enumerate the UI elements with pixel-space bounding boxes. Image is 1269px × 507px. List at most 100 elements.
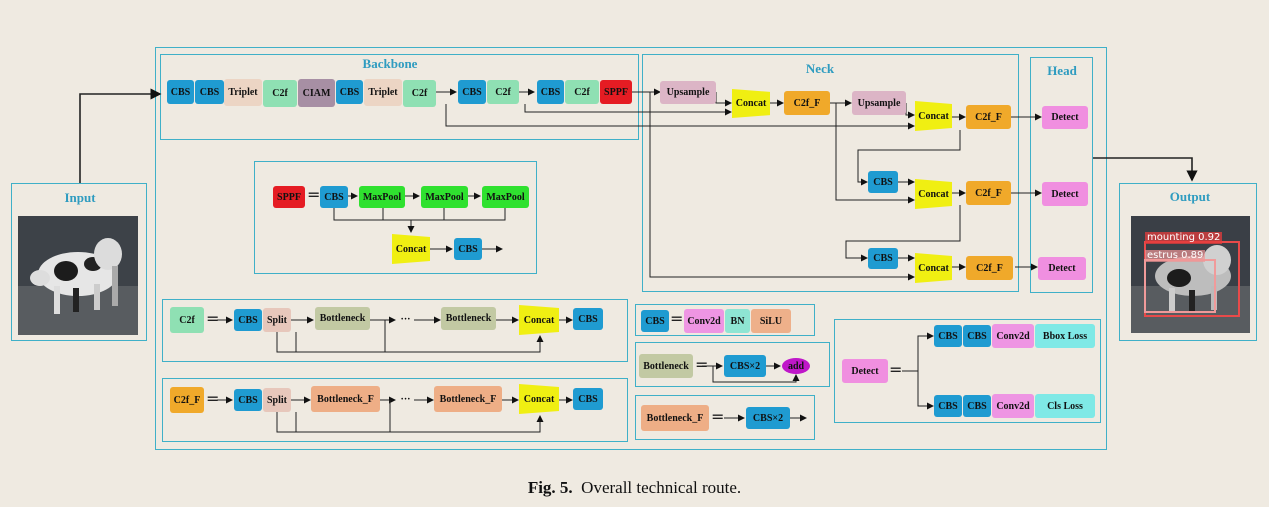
backbone-c2f-1: C2f — [263, 80, 297, 107]
backbone-sppf: SPPF — [600, 80, 632, 104]
bottleneck-def-cbs2: CBS×2 — [724, 355, 766, 377]
c2ff-def-frame — [162, 378, 628, 442]
neck-concat-1: Concat — [732, 89, 770, 118]
detect-def-cls-loss: Cls Loss — [1035, 394, 1095, 418]
neck-c2ff-1: C2f_F — [784, 91, 830, 115]
cbs-def-cbs: CBS — [641, 310, 669, 332]
c2f-def-cbs-2: CBS — [573, 308, 603, 330]
bottleneckf-def-bottleneckf: Bottleneck_F — [641, 405, 709, 431]
neck-concat-3: Concat — [915, 179, 952, 209]
backbone-title: Backbone — [362, 56, 418, 71]
head-title: Head — [1047, 63, 1077, 78]
sppf-def-cbs-1: CBS — [320, 186, 348, 208]
detect-def-conv2d-1: Conv2d — [992, 324, 1034, 348]
figure-caption-text: Overall technical route. — [581, 478, 742, 497]
backbone-cbs-3: CBS — [336, 80, 363, 104]
sppf-def-concat: Concat — [392, 234, 430, 264]
sppf-def-maxpool-2: MaxPool — [421, 186, 468, 208]
head-frame — [1030, 57, 1093, 293]
neck-concat-2: Concat — [915, 101, 952, 131]
detect-def-conv2d-2: Conv2d — [992, 394, 1034, 418]
sppf-def-cbs-2: CBS — [454, 238, 482, 260]
neck-cbs-2: CBS — [868, 248, 898, 269]
bottleneck-def-add: add — [782, 358, 810, 374]
c2ff-def-eq: = — [206, 389, 220, 408]
backbone-cbs-5: CBS — [537, 80, 564, 104]
main-frame — [155, 47, 1107, 450]
backbone-c2f-4: C2f — [565, 80, 599, 104]
neck-upsample-1: Upsample — [660, 81, 716, 104]
sppf-def-sppf: SPPF — [273, 186, 305, 208]
sppf-def-frame — [254, 161, 537, 274]
cbs-def-silu: SiLU — [751, 309, 791, 333]
neck-frame — [642, 54, 1019, 292]
neck-c2ff-2: C2f_F — [966, 105, 1011, 129]
detect-def-cbs-2: CBS — [963, 325, 991, 347]
cbs-def-eq: = — [670, 309, 684, 328]
c2ff-def-c2ff: C2f_F — [170, 387, 204, 413]
detect-def-detect: Detect — [842, 359, 888, 383]
neck-c2ff-3: C2f_F — [966, 181, 1011, 205]
c2ff-def-bottleneckf-2: Bottleneck_F — [434, 386, 502, 412]
c2f-def-frame — [162, 299, 628, 362]
sppf-def-maxpool-1: MaxPool — [359, 186, 405, 208]
bottleneck-def-frame — [635, 342, 830, 387]
bottleneck-def-bottleneck: Bottleneck — [639, 354, 693, 378]
sppf-def-eq: = — [307, 185, 321, 204]
detect-def-eq: = — [889, 360, 903, 379]
c2ff-def-split: Split — [263, 388, 291, 412]
input-title: Input — [64, 190, 96, 205]
c2f-def-c2f: C2f — [170, 307, 204, 333]
head-detect-1: Detect — [1042, 106, 1088, 129]
cbs-def-frame — [635, 304, 815, 336]
bottleneckf-def-eq: = — [711, 407, 725, 426]
backbone-c2f-3: C2f — [487, 80, 519, 104]
figure-caption: Fig. 5. Overall technical route. — [0, 478, 1269, 498]
bottleneck-def-eq: = — [695, 355, 709, 374]
output-frame — [1119, 183, 1257, 341]
c2f-def-split: Split — [263, 308, 291, 332]
c2f-def-cbs-1: CBS — [234, 309, 262, 331]
c2ff-def-concat: Concat — [519, 384, 559, 414]
input-cow-image — [18, 216, 138, 335]
head-detect-2: Detect — [1042, 182, 1088, 206]
backbone-cbs-1: CBS — [167, 80, 194, 104]
neck-c2ff-4: C2f_F — [966, 256, 1013, 280]
input-frame — [11, 183, 147, 341]
c2f-def-bottleneck-2: Bottleneck — [441, 307, 496, 330]
neck-concat-4: Concat — [915, 253, 952, 283]
mounting-label: mounting 0.92 — [1145, 232, 1223, 244]
detect-def-cbs-4: CBS — [963, 395, 991, 417]
backbone-triplet-1: Triplet — [224, 79, 262, 106]
c2ff-def-cbs-1: CBS — [234, 389, 262, 411]
c2ff-def-dots: ··· — [400, 393, 411, 405]
cbs-def-conv2d: Conv2d — [684, 309, 724, 333]
detect-def-bbox-loss: Bbox Loss — [1035, 324, 1095, 348]
neck-cbs-1: CBS — [868, 171, 898, 193]
neck-upsample-2: Upsample — [852, 91, 906, 115]
c2f-def-bottleneck-1: Bottleneck — [315, 307, 370, 330]
sppf-def-maxpool-3: MaxPool — [482, 186, 529, 208]
backbone-c2f-2: C2f — [403, 80, 436, 107]
detect-def-cbs-1: CBS — [934, 325, 962, 347]
c2f-def-concat: Concat — [519, 305, 559, 335]
neck-title: Neck — [805, 61, 835, 76]
figure-number: Fig. 5. — [527, 478, 573, 497]
c2f-def-dots: ··· — [400, 313, 411, 325]
estrus-label: estrus 0.89 — [1145, 250, 1206, 262]
backbone-cbs-4: CBS — [458, 80, 486, 104]
head-detect-3: Detect — [1038, 257, 1086, 280]
backbone-cbs-2: CBS — [195, 80, 224, 104]
detect-def-frame — [834, 319, 1101, 423]
detect-def-cbs-3: CBS — [934, 395, 962, 417]
bottleneckf-def-frame — [635, 395, 815, 440]
c2ff-def-cbs-2: CBS — [573, 388, 603, 410]
bottleneckf-def-cbs2: CBS×2 — [746, 407, 790, 429]
c2f-def-eq: = — [206, 309, 220, 328]
c2ff-def-bottleneckf-1: Bottleneck_F — [311, 386, 380, 412]
cbs-def-bn: BN — [725, 309, 750, 333]
backbone-triplet-2: Triplet — [364, 79, 402, 106]
output-title: Output — [1169, 189, 1211, 204]
backbone-ciam: CIAM — [298, 79, 335, 107]
output-cow-image: mounting 0.92 estrus 0.89 — [1131, 216, 1250, 333]
